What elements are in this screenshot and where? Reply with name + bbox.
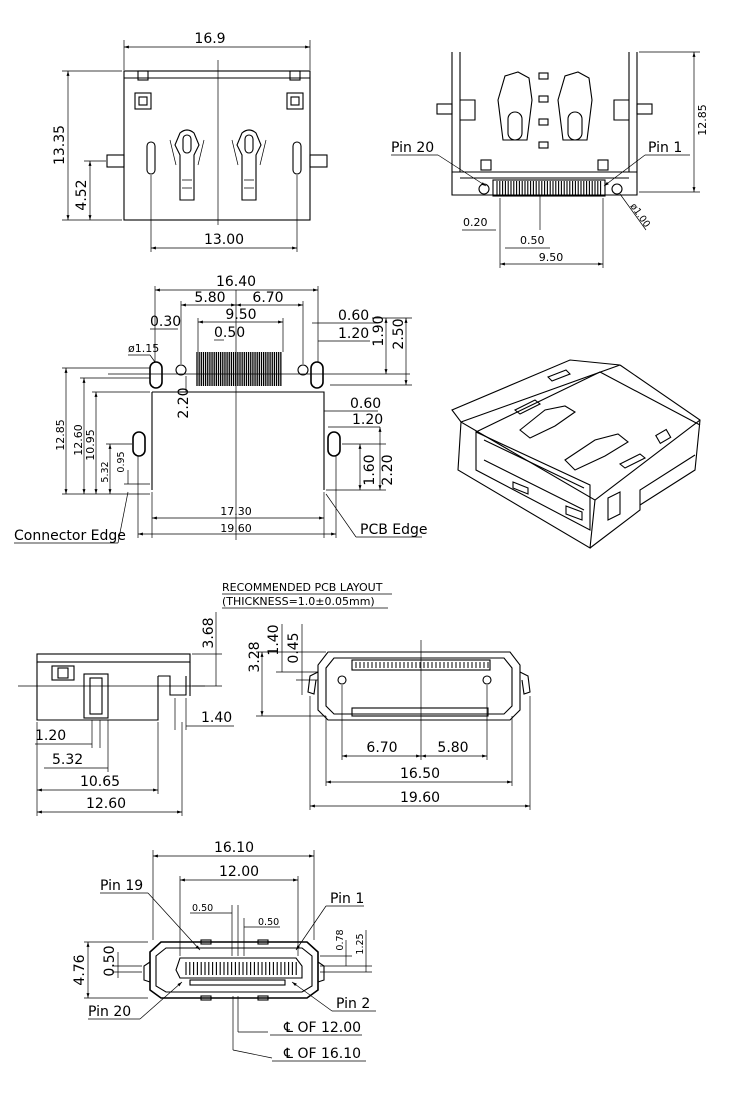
side-view: 3.68 1.40 1.20 5.32 10.65 12.60 (18, 612, 234, 816)
front-height-label: 12.85 (696, 104, 709, 136)
fp-r060-label: 0.60 (350, 396, 381, 412)
fp-190-label: 1.90 (371, 315, 387, 346)
mate-cl16-label: ℄ OF 16.10 (283, 1046, 361, 1062)
fp-r120-label: 1.20 (352, 412, 383, 428)
top-peg-span-label: 13.00 (204, 232, 244, 248)
fp-h1285-label: 12.85 (54, 419, 67, 451)
mate-h125-label: 1.25 (355, 933, 366, 954)
front-pin20-label: Pin 20 (391, 140, 434, 156)
connector-edge-label: Connector Edge (14, 528, 126, 544)
mate-p050b-label: 0.50 (258, 917, 279, 928)
fp-h095-label: 0.95 (116, 451, 127, 472)
top-offset-label: 4.52 (74, 179, 90, 210)
footprint-pad-row (196, 352, 282, 386)
mate-w1610-label: 16.10 (214, 840, 254, 856)
face-w670-label: 6.70 (366, 740, 397, 756)
mate-h050-label: 0.50 (102, 945, 118, 976)
mate-pin2-label: Pin 2 (336, 996, 370, 1012)
side-h368-label: 3.68 (201, 617, 217, 648)
top-height-label: 13.35 (52, 125, 68, 165)
isometric-view (451, 359, 701, 549)
mating-pin-row (185, 962, 297, 975)
top-width-label: 16.9 (194, 31, 225, 47)
fp-060-label: 0.60 (338, 308, 369, 324)
mate-cl12-label: ℄ OF 12.00 (283, 1020, 361, 1036)
face-h328-label: 3.28 (247, 641, 263, 672)
mate-h078-label: 0.78 (335, 929, 346, 950)
fp-pitch-label: 0.50 (214, 325, 245, 341)
face-pin-row (355, 662, 489, 668)
fp-left-label: 5.80 (194, 290, 225, 306)
mate-p050a-label: 0.50 (192, 903, 213, 914)
fp-right-label: 6.70 (252, 290, 283, 306)
side-d140-label: 1.40 (201, 710, 232, 726)
fp-250-label: 2.50 (391, 318, 407, 349)
front-pin1-label: Pin 1 (648, 140, 682, 156)
footprint-view: 16.40 5.80 6.70 9.50 0.30 0.50 0.60 1.20… (14, 274, 428, 544)
mate-pin1-label: Pin 1 (330, 891, 364, 907)
top-view: 16.9 13.35 4.52 13.00 (52, 31, 328, 252)
fp-w1960-label: 19.60 (220, 522, 252, 535)
front-hole-label: ø1.00 (628, 201, 652, 229)
pcb-note-title: RECOMMENDED PCB LAYOUT (222, 581, 383, 594)
side-d120-label: 1.20 (35, 728, 66, 744)
side-d1065-label: 10.65 (80, 774, 120, 790)
fp-h1095-label: 10.95 (84, 429, 97, 461)
mate-pin19-label: Pin 19 (100, 878, 143, 894)
face-w580-label: 5.80 (437, 740, 468, 756)
front-span-label: 9.50 (539, 251, 564, 264)
face-w1650-label: 16.50 (400, 766, 440, 782)
side-d1260-label: 12.60 (86, 796, 126, 812)
face-w1960-label: 19.60 (400, 790, 440, 806)
fp-overall-label: 16.40 (216, 274, 256, 290)
mate-w1200-label: 12.00 (219, 864, 259, 880)
fp-120-label: 1.20 (338, 326, 369, 342)
fp-h532-label: 5.32 (100, 461, 111, 482)
fp-030-label: 0.30 (150, 314, 181, 330)
pcb-note: RECOMMENDED PCB LAYOUT (THICKNESS=1.0±0.… (222, 581, 392, 609)
front-pitch-label: 0.50 (520, 234, 545, 247)
mate-h476-label: 4.76 (72, 954, 88, 985)
face-h140-label: 1.40 (266, 624, 282, 655)
mate-pin20-label: Pin 20 (88, 1004, 131, 1020)
fp-220-label: 2.20 (176, 387, 192, 418)
pcb-edge-label: PCB Edge (360, 522, 428, 538)
front-pin-row (496, 181, 602, 195)
pcb-note-thickness: (THICKNESS=1.0±0.05mm) (222, 595, 375, 608)
mating-view: 16.10 12.00 Pin 19 Pin 1 0.50 0.50 4.76 … (72, 840, 376, 1062)
fp-h1260-label: 12.60 (72, 424, 85, 456)
fp-w1730-label: 17.30 (220, 505, 252, 518)
front-gap-label: 0.20 (463, 216, 488, 229)
side-d532-label: 5.32 (52, 752, 83, 768)
fp-r220-label: 2.20 (380, 454, 396, 485)
fp-r160-label: 1.60 (362, 454, 378, 485)
fp-pads-label: 9.50 (225, 307, 256, 323)
fp-hole-label: ø1.15 (128, 342, 159, 355)
front-view: 12.85 Pin 20 Pin 1 0.20 0.50 9.50 ø1.00 (391, 51, 709, 268)
face-h045-label: 0.45 (286, 632, 302, 663)
face-view: 3.28 1.40 0.45 6.70 5.80 16.50 19.60 (247, 624, 531, 810)
